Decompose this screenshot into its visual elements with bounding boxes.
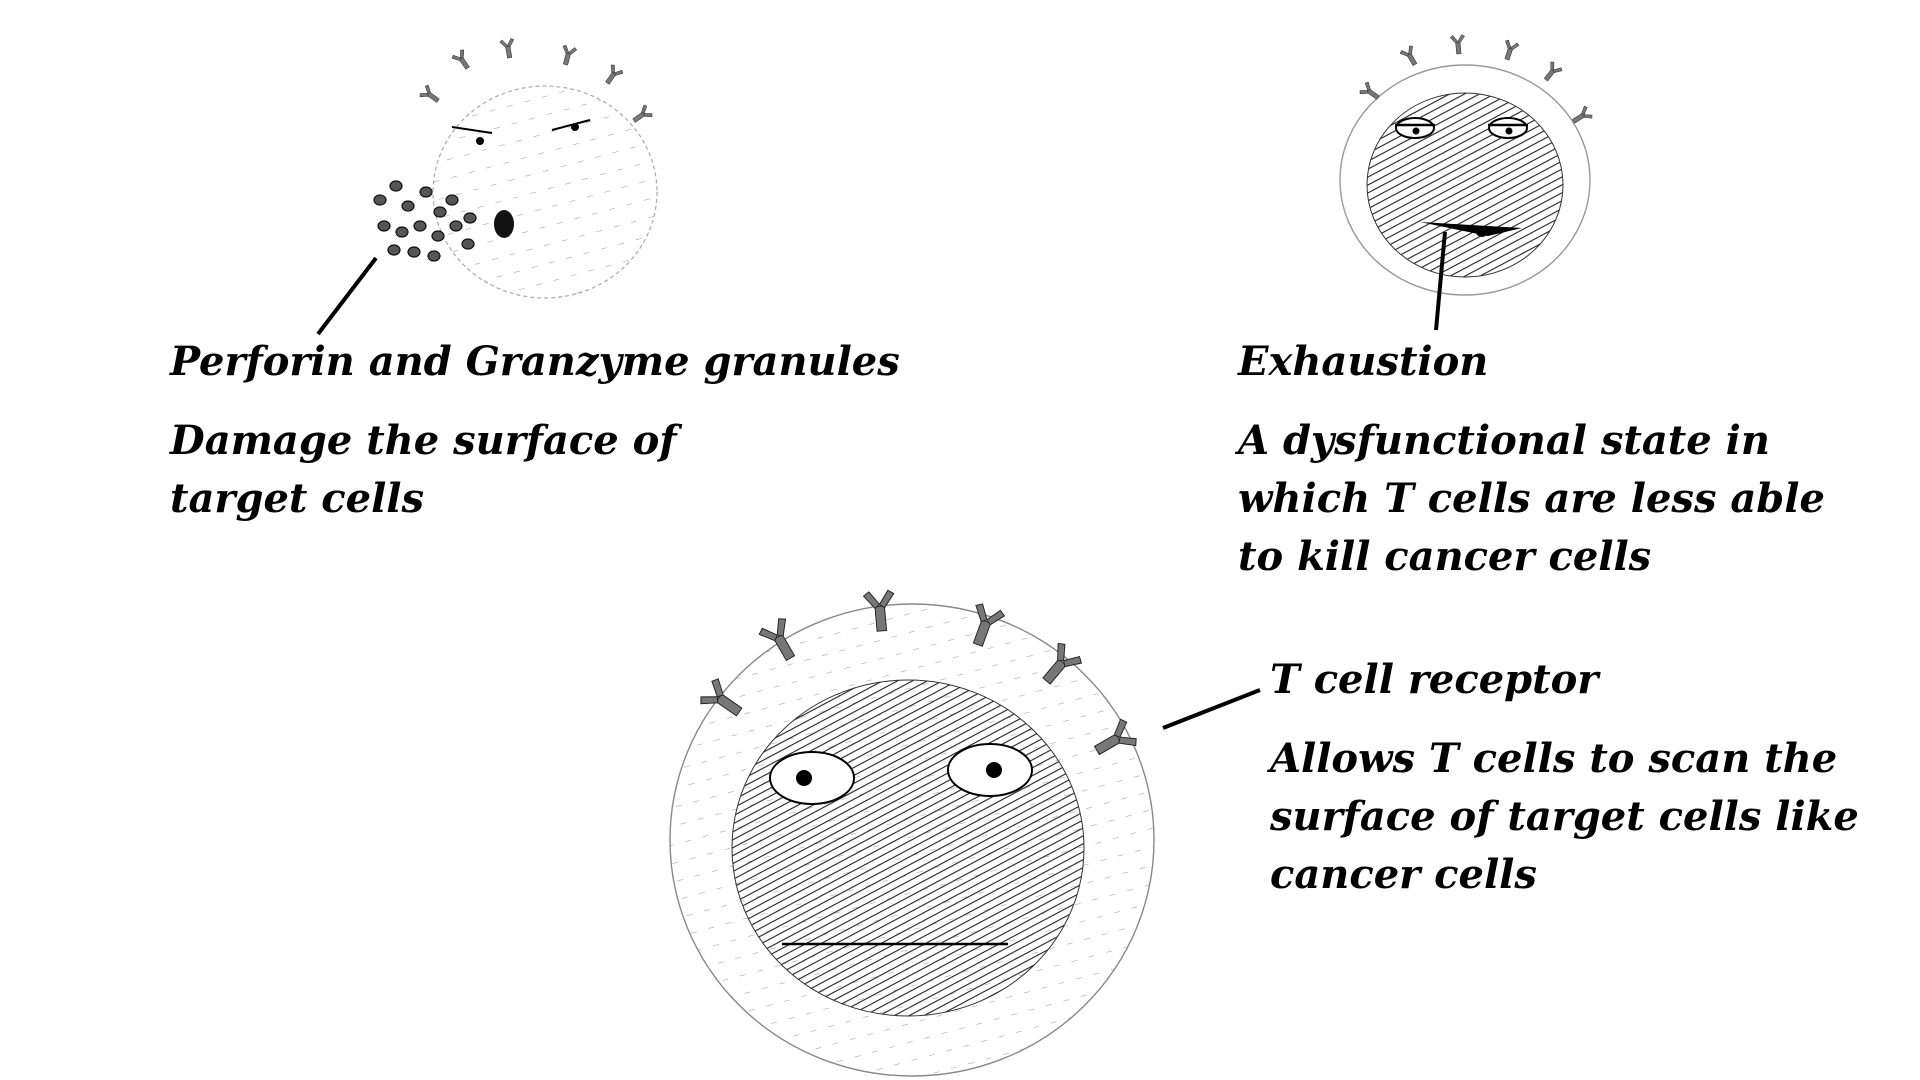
neutral-face: [769, 743, 1033, 946]
perforin-pointer: [316, 256, 378, 336]
perforin-granules: [373, 180, 477, 262]
tired-face: [1395, 117, 1528, 237]
tcr-title: T cell receptor: [1270, 656, 1599, 703]
perforin-description: Damage the surface of target cells: [170, 417, 677, 522]
cytotoxic-t-cell: [316, 37, 658, 336]
exhaustion-title: Exhaustion: [1238, 338, 1489, 385]
tcr-description: Allows T cells to scan the surface of ta…: [1270, 735, 1859, 898]
exhausted-t-cell: [1339, 34, 1594, 331]
t-cell-large: [669, 589, 1261, 1077]
exhaustion-description: A dysfunctional state in which T cells a…: [1238, 417, 1825, 580]
exhaustion-pointer: [1434, 231, 1447, 331]
perforin-title: Perforin and Granzyme granules: [170, 338, 900, 385]
tcr-pointer: [1162, 688, 1261, 730]
angry-face: [451, 119, 591, 238]
